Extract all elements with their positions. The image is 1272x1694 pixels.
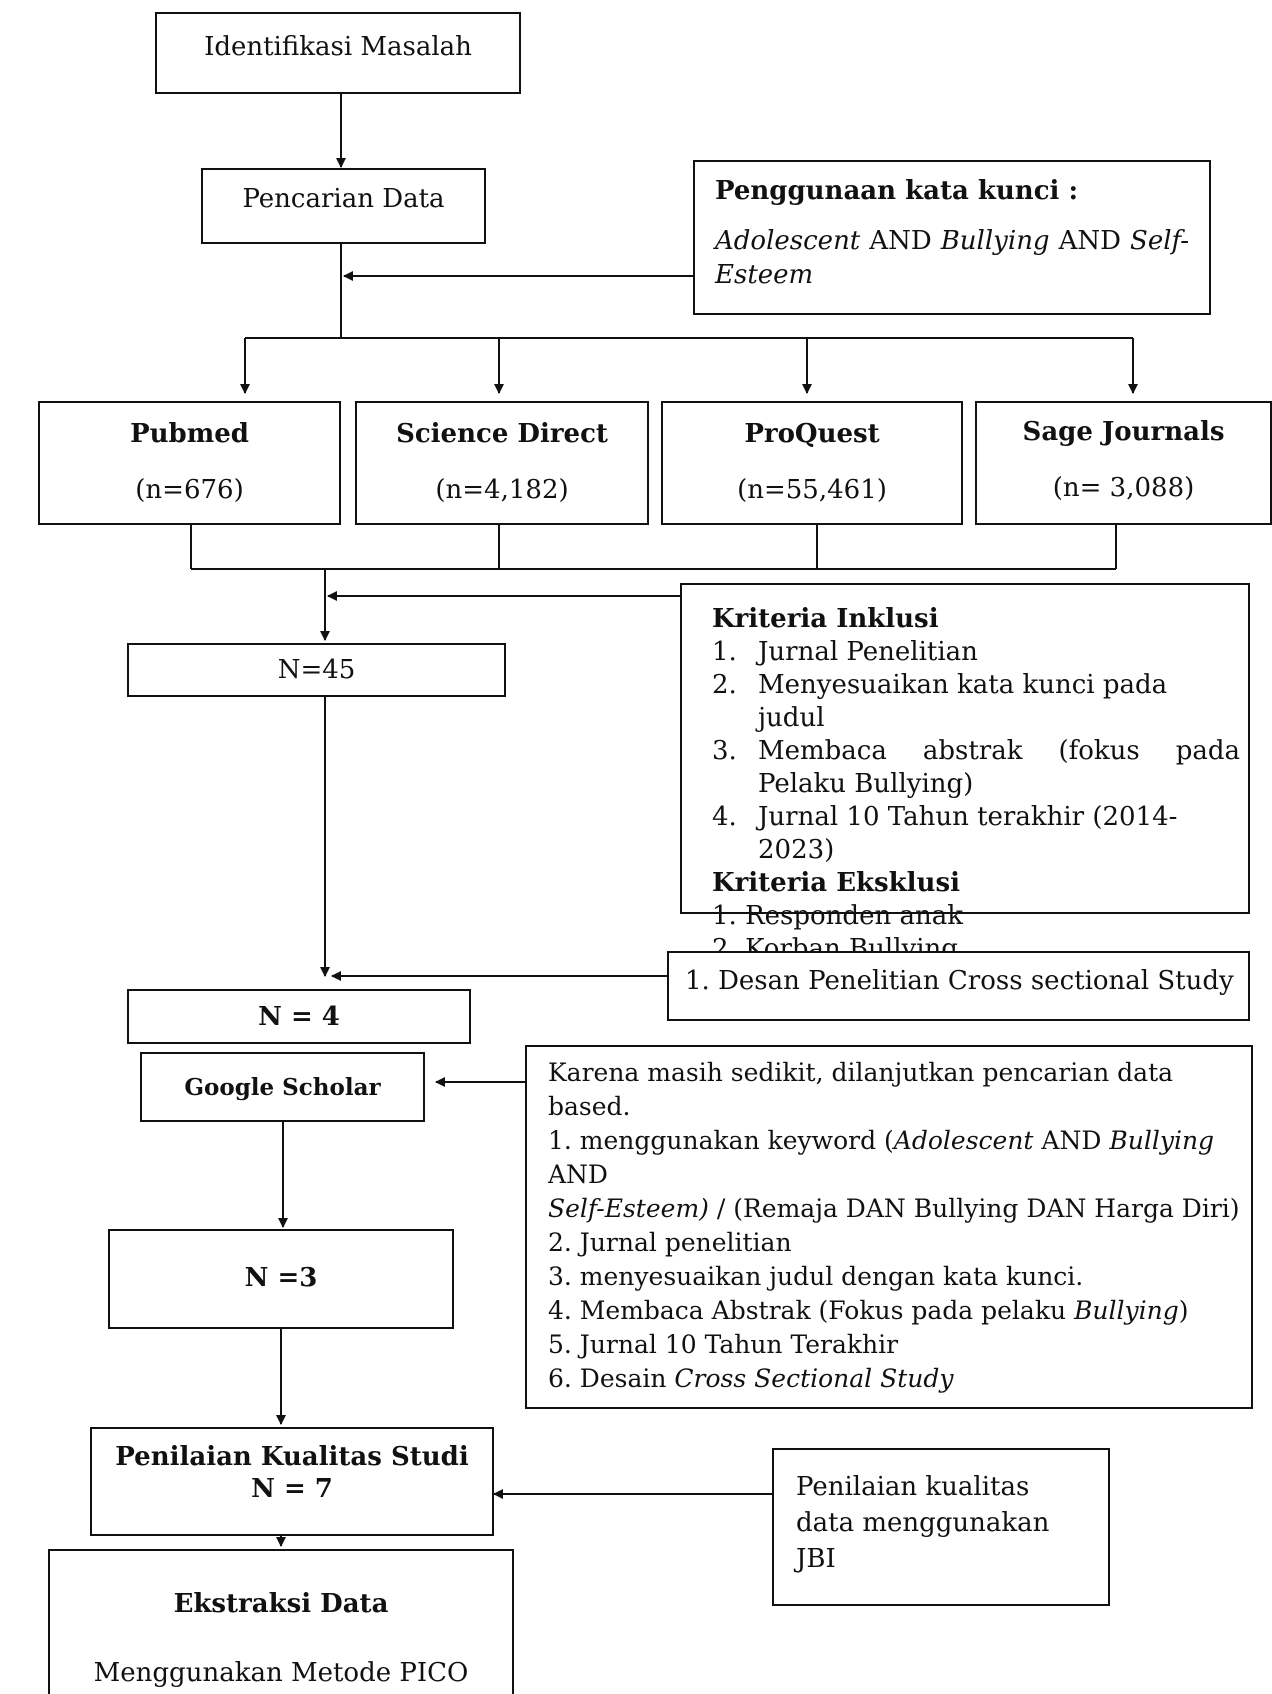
box-pubmed: Pubmed (n=676)	[38, 401, 341, 525]
eksklusi-item: 1. Responden anak	[712, 901, 963, 931]
ekstraksi-sub: Menggunakan Metode PICO	[93, 1658, 469, 1688]
l1-and1: AND	[1033, 1126, 1110, 1155]
inklusi-num: 3.	[712, 736, 737, 766]
inklusi-item: 3. Membaca abstrak (fokus pada Pelaku Bul…	[712, 735, 1240, 801]
inklusi-item: 2. Menyesuaikan kata kunci pada judul	[712, 669, 1240, 735]
lanjutan-keyword-line: 1. menggunakan keyword (Adolescent AND B…	[548, 1124, 1251, 1192]
l1-bullying: Bullying	[1109, 1126, 1215, 1155]
lanjutan-item: 3. menyesuaikan judul dengan kata kunci.	[548, 1262, 1084, 1291]
l7-cross-sectional: Cross Sectional Study	[674, 1364, 954, 1393]
l1-adolescent: Adolescent	[893, 1126, 1034, 1155]
n45-label: N=45	[277, 655, 356, 685]
keyword-adolescent: Adolescent	[715, 226, 861, 256]
l5a: 4. Membaca Abstrak (Fokus pada pelaku	[548, 1296, 1075, 1325]
box-keyword: Penggunaan kata kunci : Adolescent AND B…	[693, 160, 1211, 315]
lanjutan-item: 5. Jurnal 10 Tahun Terakhir	[548, 1330, 899, 1359]
l1a: 1. menggunakan keyword (	[548, 1126, 894, 1155]
box-sage-journals: Sage Journals (n= 3,088)	[975, 401, 1272, 525]
box-ekstraksi-data: Ekstraksi Data Menggunakan Metode PICO	[48, 1549, 514, 1694]
l1-and2: AND	[548, 1160, 608, 1189]
pencarian-label: Pencarian Data	[242, 184, 445, 214]
keyword-self-esteem: Self-Esteem	[715, 226, 1190, 290]
lanjutan-item: 4. Membaca Abstrak (Fokus pada pelaku Bu…	[548, 1294, 1251, 1328]
db-name-proquest: ProQuest	[744, 419, 880, 449]
db-count-sage-journals: (n= 3,088)	[1052, 473, 1195, 503]
penilaian-n: N = 7	[251, 1474, 333, 1504]
l7a: 6. Desain	[548, 1364, 675, 1393]
box-science-direct: Science Direct (n=4,182)	[355, 401, 649, 525]
inklusi-item: 1. Jurnal Penelitian	[712, 636, 1240, 669]
google-label: Google Scholar	[184, 1074, 381, 1101]
box-penilaian-kualitas: Penilaian Kualitas Studi N = 7	[90, 1427, 494, 1536]
db-count-pubmed: (n=676)	[135, 475, 244, 505]
box-desain: 1. Desan Penelitian Cross sectional Stud…	[667, 951, 1250, 1021]
desain-label: 1. Desan Penelitian Cross sectional Stud…	[685, 966, 1234, 996]
n4-label: N = 4	[258, 1002, 340, 1032]
inklusi-num: 2.	[712, 670, 737, 700]
box-google-scholar: Google Scholar	[140, 1052, 425, 1122]
penilaian-title: Penilaian Kualitas Studi	[115, 1442, 469, 1472]
l2-rest: / (Remaja DAN Bullying DAN Harga Diri)	[708, 1194, 1240, 1223]
box-jbi: Penilaian kualitas data menggunakan JBI	[772, 1448, 1110, 1606]
db-name-pubmed: Pubmed	[130, 419, 249, 449]
l5-bullying: Bullying	[1074, 1296, 1179, 1325]
kriteria-inklusi-list: 1. Jurnal Penelitian 2. Menyesuaikan kata …	[712, 636, 1240, 867]
lanjutan-keyword-line-2: Self-Esteem) / (Remaja DAN Bullying DAN …	[548, 1192, 1251, 1226]
db-count-science-direct: (n=4,182)	[435, 475, 569, 505]
keyword-and-1: AND	[860, 226, 941, 256]
inklusi-num: 1.	[712, 637, 737, 667]
keyword-and-2: AND	[1049, 226, 1131, 256]
box-lanjutan: Karena masih sedikit, dilanjutkan pencar…	[525, 1045, 1253, 1409]
db-name-science-direct: Science Direct	[396, 419, 608, 449]
box-n45: N=45	[127, 643, 506, 697]
kriteria-eksklusi-title: Kriteria Eksklusi	[712, 868, 960, 898]
n3-label: N =3	[244, 1263, 318, 1293]
inklusi-item: 4. Jurnal 10 Tahun terakhir (2014-2023)	[712, 801, 1240, 867]
box-kriteria: Kriteria Inklusi 1. Jurnal Penelitian 2. M…	[680, 583, 1250, 964]
jbi-label: Penilaian kualitas data menggunakan JBI	[796, 1472, 1050, 1574]
kriteria-inklusi-title: Kriteria Inklusi	[712, 604, 939, 634]
keyword-bullying: Bullying	[940, 226, 1050, 256]
box-n3: N =3	[108, 1229, 454, 1329]
inklusi-text: Jurnal 10 Tahun terakhir (2014-2023)	[758, 802, 1178, 865]
keyword-title: Penggunaan kata kunci :	[715, 176, 1079, 206]
db-count-proquest: (n=55,461)	[737, 475, 887, 505]
inklusi-text: Membaca abstrak (fokus pada Pelaku Bully…	[758, 736, 1240, 799]
ekstraksi-title: Ekstraksi Data	[173, 1589, 389, 1619]
inklusi-text: Jurnal Penelitian	[758, 637, 978, 667]
inklusi-num: 4.	[712, 802, 737, 832]
l2-self-esteem: Self-Esteem)	[548, 1194, 709, 1223]
lanjutan-item: 2. Jurnal penelitian	[548, 1228, 792, 1257]
box-n4: N = 4	[127, 989, 471, 1044]
lanjutan-item: 6. Desain Cross Sectional Study	[548, 1362, 1251, 1396]
l5c: )	[1178, 1296, 1189, 1325]
box-proquest: ProQuest (n=55,461)	[661, 401, 963, 525]
box-pencarian-data: Pencarian Data	[201, 168, 486, 244]
lanjutan-intro: Karena masih sedikit, dilanjutkan pencar…	[548, 1058, 1174, 1121]
box-identifikasi-masalah: Identifikasi Masalah	[155, 12, 521, 94]
identifikasi-label: Identifikasi Masalah	[204, 32, 472, 62]
inklusi-text: Menyesuaikan kata kunci pada judul	[758, 670, 1168, 733]
db-name-sage-journals: Sage Journals	[1022, 417, 1225, 447]
